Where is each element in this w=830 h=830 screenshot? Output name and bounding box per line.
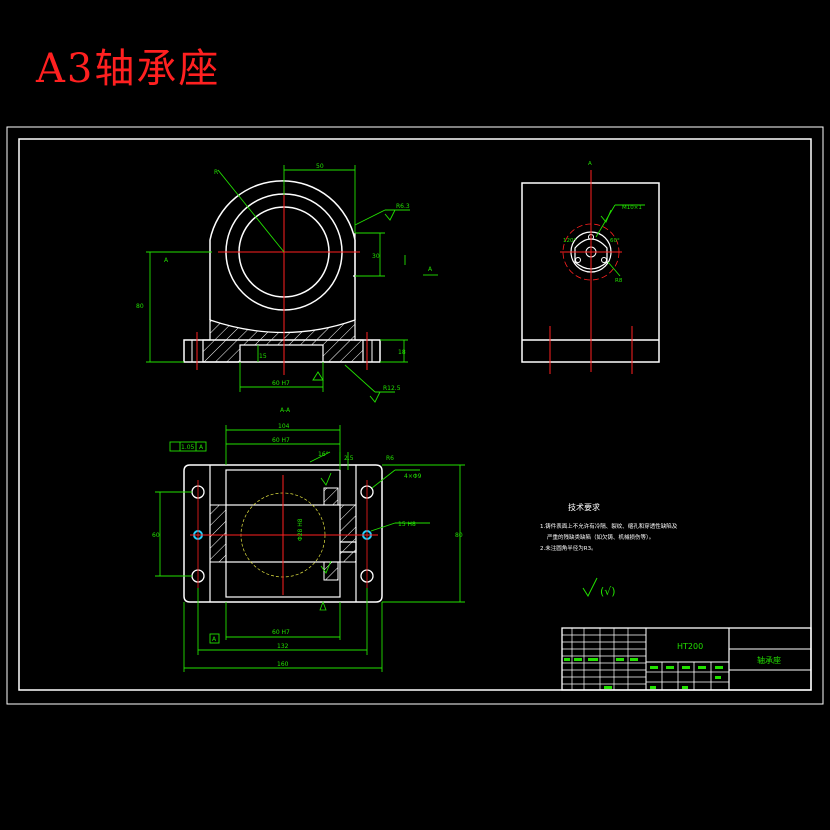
svg-text:R6.3: R6.3 [396, 203, 410, 210]
svg-text:R12.5: R12.5 [383, 385, 401, 392]
svg-text:A: A [212, 636, 217, 643]
side-view: M10×1 120° 60° R8 A [521, 161, 660, 374]
inner-frame [18, 138, 812, 691]
svg-text:132: 132 [277, 643, 289, 650]
svg-text:160: 160 [277, 661, 289, 668]
title-block: HT200 轴承座 [561, 627, 812, 691]
svg-text:60 H7: 60 H7 [272, 380, 290, 387]
svg-text:16°: 16° [318, 451, 329, 458]
svg-text:A: A [588, 161, 592, 167]
technical-requirements: 技术要求 1.铸件表面上不允许有冷隔、裂纹、缩孔和穿透性缺陷及 严重的残缺类缺陷… [540, 502, 678, 552]
svg-text:80: 80 [455, 532, 463, 539]
svg-text:60: 60 [152, 532, 160, 539]
svg-text:60°: 60° [610, 238, 620, 244]
svg-text:A: A [428, 266, 433, 273]
tech-heading: 技术要求 [568, 502, 600, 512]
svg-text:120°: 120° [563, 238, 576, 244]
svg-text:R: R [214, 169, 218, 176]
top-view: 104 60 H7 60 H7 132 160 80 60 1.05 A A 4… [152, 423, 465, 672]
svg-text:30: 30 [372, 253, 380, 260]
tech-line-1: 1.铸件表面上不允许有冷隔、裂纹、缩孔和穿透性缺陷及 [540, 522, 678, 530]
svg-text:60 H7: 60 H7 [272, 437, 290, 444]
svg-text:4×Φ9: 4×Φ9 [404, 473, 422, 480]
svg-text:A-A: A-A [280, 407, 291, 414]
svg-text:Φ28 H8: Φ28 H8 [297, 518, 304, 541]
svg-text:M10×1: M10×1 [622, 205, 642, 211]
svg-text:A: A [164, 257, 169, 264]
material-label: HT200 [677, 642, 703, 651]
svg-text:A: A [199, 444, 204, 451]
svg-text:50: 50 [316, 163, 324, 170]
front-view: 50 R 80 30 R6.3 18 60 H7 15 R12.5 A A A-… [136, 163, 438, 414]
tech-line-3: 2.未注圆角半径为R3。 [540, 544, 597, 552]
svg-text:R6: R6 [386, 455, 394, 462]
surface-finish-symbol: (√) [582, 577, 616, 598]
part-name-label: 轴承座 [757, 655, 781, 665]
tech-line-2: 严重的残缺类缺陷（如欠铸、机械损伤等）。 [547, 533, 654, 541]
svg-text:1.05: 1.05 [181, 444, 195, 451]
surface-finish-text: (√) [600, 585, 616, 598]
svg-text:2.5: 2.5 [344, 455, 354, 462]
svg-text:18: 18 [398, 349, 406, 356]
outer-border [6, 126, 824, 705]
page-title: A3轴承座 [36, 46, 221, 92]
svg-text:15: 15 [259, 353, 267, 360]
svg-text:80: 80 [136, 303, 144, 310]
svg-text:104: 104 [278, 423, 290, 430]
svg-text:R8: R8 [615, 278, 623, 284]
section-hatch [202, 319, 364, 363]
svg-text:60 H7: 60 H7 [272, 629, 290, 636]
svg-text:15 H8: 15 H8 [398, 521, 416, 528]
